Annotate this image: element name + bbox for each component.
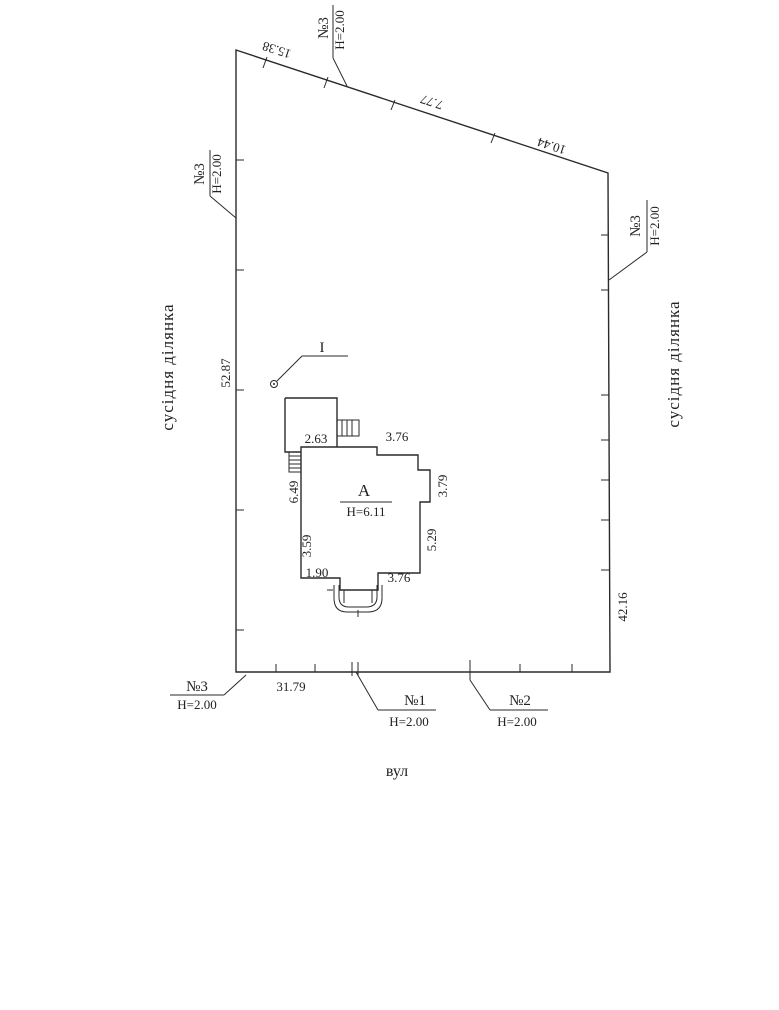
dim-left: 52.87	[218, 358, 233, 388]
neighbor-label-right: сусідня ділянка	[664, 300, 683, 427]
fence-height: H=2.00	[209, 154, 224, 193]
fence-callout-no1: №1 H=2.00	[355, 671, 436, 729]
fence-callout-right: №3 H=2.00	[608, 200, 662, 281]
fence-callout-bottom-left: №3 H=2.00	[170, 674, 247, 712]
building-dim-right-lower: 5.29	[424, 529, 439, 552]
building-dim-top-left: 2.63	[305, 431, 328, 446]
fence-number: №3	[316, 17, 332, 39]
building-dim-left-lower: 3.59	[299, 535, 314, 558]
marker-label: I	[320, 340, 325, 356]
building-dim-bottom-left: 1.90	[306, 565, 329, 580]
building-dim-left-upper: 6.49	[286, 481, 301, 504]
building-height: H=6.11	[347, 504, 386, 519]
plot-boundary	[235, 49, 611, 673]
dim-top-mid: 7.77	[418, 91, 445, 112]
fence-height: H=2.00	[647, 206, 662, 245]
fence-height: H=2.00	[389, 714, 428, 729]
building-dim-bottom-right: 3.76	[388, 570, 411, 585]
fence-height: H=2.00	[332, 10, 347, 49]
fence-height: H=2.00	[177, 697, 216, 712]
dim-right: 42.16	[615, 592, 630, 622]
street-label: вул	[386, 763, 408, 780]
fence-number: №3	[628, 215, 644, 237]
marker-point: I	[270, 340, 348, 388]
dim-top-left: 15.38	[260, 39, 292, 62]
building-dim-right-upper: 3.79	[435, 475, 450, 498]
dim-top-right: 10.44	[535, 134, 568, 157]
building-a: А H=6.11 2.63 3.76 3.79 5.29 6.49 3.59 1…	[284, 397, 450, 617]
fence-height: H=2.00	[497, 714, 536, 729]
fence-number: №3	[192, 163, 208, 185]
neighbor-label-left: сусідня ділянка	[158, 303, 177, 430]
building-letter: А	[358, 481, 371, 500]
fence-number: №3	[186, 679, 208, 695]
fence-number: №2	[509, 693, 531, 709]
fence-number: №1	[404, 693, 426, 709]
building-dim-top-right: 3.76	[386, 429, 409, 444]
fence-callout-left: №3 H=2.00	[192, 150, 237, 219]
fence-callout-top: №3 H=2.00	[316, 5, 348, 87]
dim-bottom: 31.79	[276, 679, 305, 694]
boundary-ticks	[236, 56, 609, 680]
fence-callout-no2: №2 H=2.00	[469, 679, 548, 729]
